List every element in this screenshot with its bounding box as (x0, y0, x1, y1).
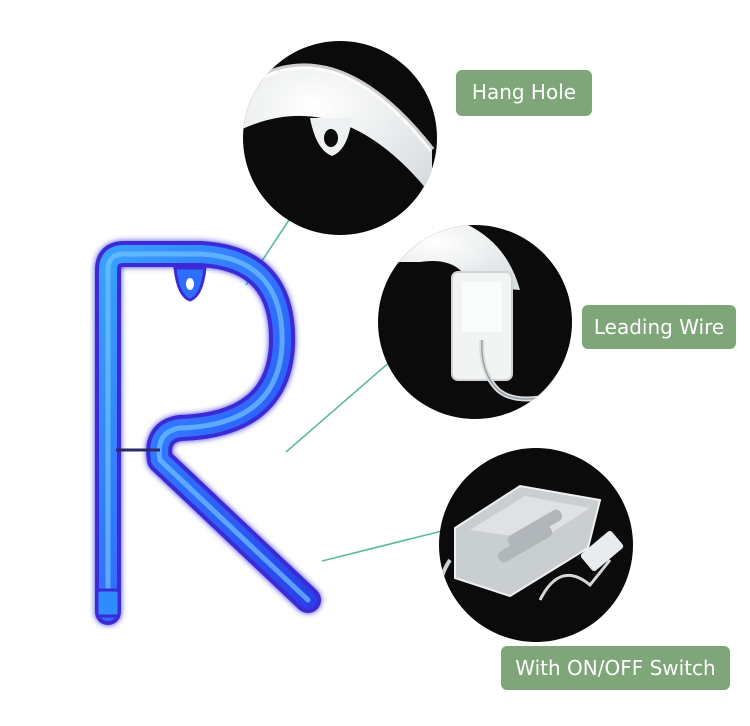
detail-battery-box (439, 448, 633, 642)
hang-hole-tab (173, 266, 207, 302)
detail-leading-wire (378, 225, 572, 419)
label-on-off-switch: With ON/OFF Switch (501, 646, 730, 690)
neon-letter-r (95, 241, 321, 625)
callout-line-wire (285, 359, 393, 453)
label-leading-wire: Leading Wire (582, 305, 736, 349)
callout-line-switch (321, 530, 443, 562)
label-hang-hole: Hang Hole (456, 70, 592, 116)
detail-hang-hole (243, 41, 437, 235)
